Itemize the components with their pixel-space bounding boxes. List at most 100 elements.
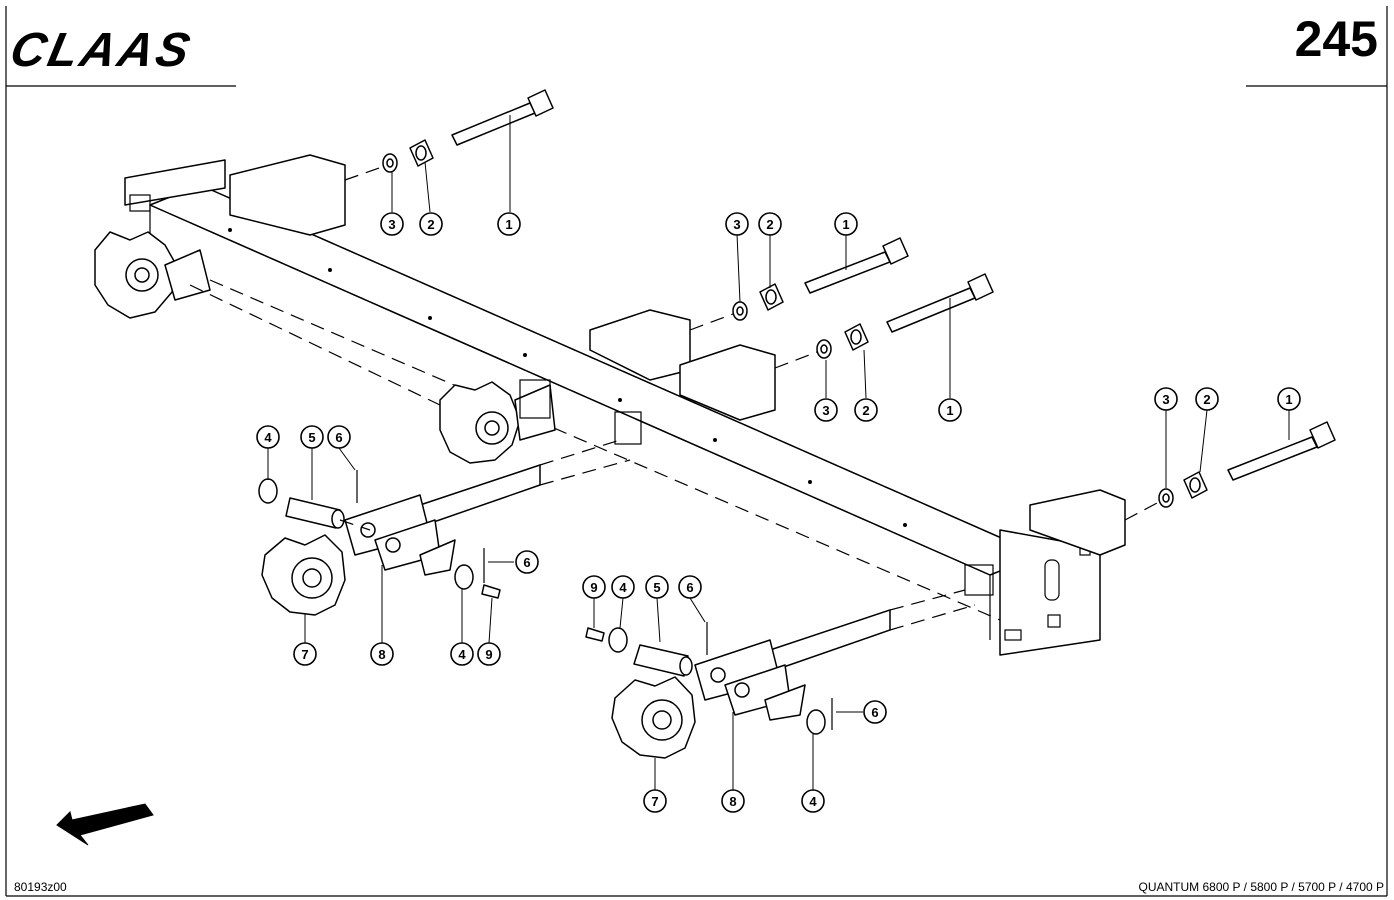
callout-4: 4 [256, 425, 280, 449]
callout-1: 1 [497, 212, 521, 236]
callout-6: 6 [327, 425, 351, 449]
page-frame [5, 6, 1388, 897]
callout-circle [515, 550, 539, 574]
callout-circle [300, 425, 324, 449]
callout-circle [938, 398, 962, 422]
callout-circle [801, 789, 825, 813]
callout-4: 4 [801, 789, 825, 813]
callout-number: 2 [1203, 392, 1210, 407]
callout-1: 1 [834, 212, 858, 236]
callout-1: 1 [1277, 387, 1301, 411]
callout-9: 9 [582, 575, 606, 599]
callout-number: 1 [842, 217, 849, 232]
callout-number: 5 [653, 580, 660, 595]
callout-circle [678, 575, 702, 599]
callout-5: 5 [300, 425, 324, 449]
pins [285, 497, 693, 677]
callout-number: 4 [619, 580, 627, 595]
callout-circle [1154, 387, 1178, 411]
lock-pins [356, 470, 833, 730]
callout-circle [854, 398, 878, 422]
callout-8: 8 [370, 642, 394, 666]
callout-circle [582, 575, 606, 599]
callout-number: 6 [871, 705, 878, 720]
brand-logo-text: CLAAS [6, 23, 198, 76]
callout-number: 4 [809, 794, 817, 809]
fastener-set-top [344, 89, 554, 181]
callout-number: 7 [651, 794, 658, 809]
callout-number: 9 [590, 580, 597, 595]
callout-circle [419, 212, 443, 236]
callout-3: 3 [380, 212, 404, 236]
callout-circle [758, 212, 782, 236]
callout-3: 3 [725, 212, 749, 236]
left-mount-plate [124, 159, 226, 212]
grease-nipples [481, 584, 605, 642]
callout-number: 8 [729, 794, 736, 809]
fastener-set-mid-lower [774, 273, 994, 369]
assembly-guide-lines [189, 284, 441, 531]
callout-7: 7 [643, 789, 667, 813]
retaining-rings [258, 478, 826, 735]
callout-1: 1 [938, 398, 962, 422]
left-sprocket-hub [94, 231, 211, 319]
callout-8: 8 [721, 789, 745, 813]
callout-number: 8 [378, 647, 385, 662]
callout-number: 7 [301, 647, 308, 662]
callout-circle [725, 212, 749, 236]
direction-arrow [56, 803, 154, 846]
callout-number: 3 [388, 217, 395, 232]
callout-6: 6 [678, 575, 702, 599]
callout-circle [814, 398, 838, 422]
callout-circle [450, 642, 474, 666]
callout-number: 6 [686, 580, 693, 595]
callout-4: 4 [450, 642, 474, 666]
callout-number: 3 [822, 403, 829, 418]
right-loose-sprocket [611, 676, 696, 759]
leader-lines [267, 115, 1290, 790]
callout-circle [611, 575, 635, 599]
callout-number: 9 [485, 647, 492, 662]
callout-3: 3 [1154, 387, 1178, 411]
callout-6: 6 [515, 550, 539, 574]
callout-circle [863, 700, 887, 724]
left-support-arm [344, 439, 631, 576]
fastener-set-right [1124, 421, 1336, 521]
callout-number: 2 [766, 217, 773, 232]
callout-number: 4 [264, 430, 272, 445]
callout-2: 2 [758, 212, 782, 236]
callout-number: 3 [1162, 392, 1169, 407]
callout-number: 3 [733, 217, 740, 232]
callout-number: 6 [335, 430, 342, 445]
right-support-arm [694, 589, 976, 721]
callout-3: 3 [814, 398, 838, 422]
callout-number: 1 [505, 217, 512, 232]
callout-number: 5 [308, 430, 315, 445]
left-loose-sprocket [261, 534, 346, 616]
callout-circle [293, 642, 317, 666]
callout-circle [327, 425, 351, 449]
callout-circle [1277, 387, 1301, 411]
callout-circle [721, 789, 745, 813]
callout-circle [256, 425, 280, 449]
callout-circle [645, 575, 669, 599]
drawing-id: 80193z00 [14, 880, 67, 894]
callout-4: 4 [611, 575, 635, 599]
fastener-set-mid-upper [689, 237, 909, 331]
callout-circle [370, 642, 394, 666]
callout-circle [1195, 387, 1219, 411]
callout-circle [834, 212, 858, 236]
callout-number: 2 [427, 217, 434, 232]
page-number: 245 [1294, 11, 1378, 67]
callout-circle [380, 212, 404, 236]
callout-number: 1 [1285, 392, 1292, 407]
callout-circle [497, 212, 521, 236]
middle-sprocket-hub [439, 379, 642, 464]
callout-6: 6 [863, 700, 887, 724]
callout-circle [477, 642, 501, 666]
callout-2: 2 [419, 212, 443, 236]
model-list: QUANTUM 6800 P / 5800 P / 5700 P / 4700 … [1138, 880, 1384, 894]
